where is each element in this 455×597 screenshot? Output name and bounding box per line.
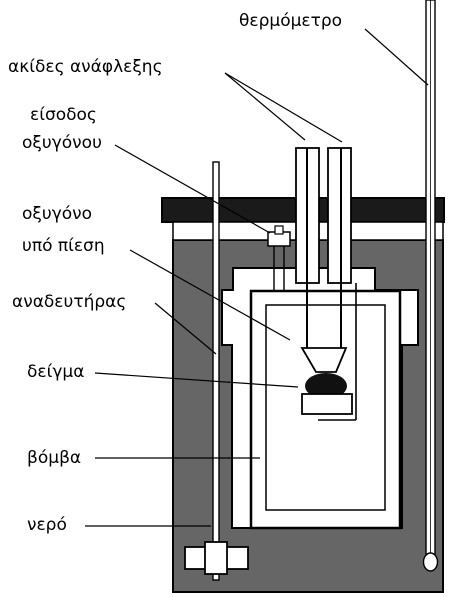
leader-oxygen-inlet [114, 144, 271, 234]
leader-thermometer [364, 28, 429, 86]
label-stirrer: αναδευτήρας [12, 292, 126, 312]
label-pressurized-oxygen-2: υπό πίεση [22, 236, 105, 256]
label-thermometer: θερμόμετρο [239, 11, 342, 31]
sample-holder [301, 393, 353, 415]
leader-sample [94, 372, 299, 388]
label-ignition-pins: ακίδες ανάφλεξης [8, 57, 163, 77]
leader-pressurized-oxygen [129, 249, 291, 341]
thermometer-bulb [422, 552, 439, 572]
stirrer-hub [204, 541, 228, 575]
label-oxygen-inlet-2: οξυγόνου [22, 133, 102, 153]
ignition-funnel [300, 347, 348, 373]
stirrer-shaft [212, 161, 220, 581]
leader-stirrer [154, 302, 217, 355]
sample-pellet [305, 373, 347, 399]
leader-ignition-pins [224, 72, 343, 143]
oxygen-valve-stem [274, 225, 284, 235]
label-oxygen-inlet-1: είσοδος [30, 105, 97, 125]
label-water: νερό [27, 515, 67, 535]
electrode-right [327, 147, 352, 284]
label-sample: δείγμα [27, 362, 84, 382]
label-bomb: βόμβα [27, 448, 81, 468]
label-pressurized-oxygen-1: οξυγόνο [22, 204, 92, 224]
